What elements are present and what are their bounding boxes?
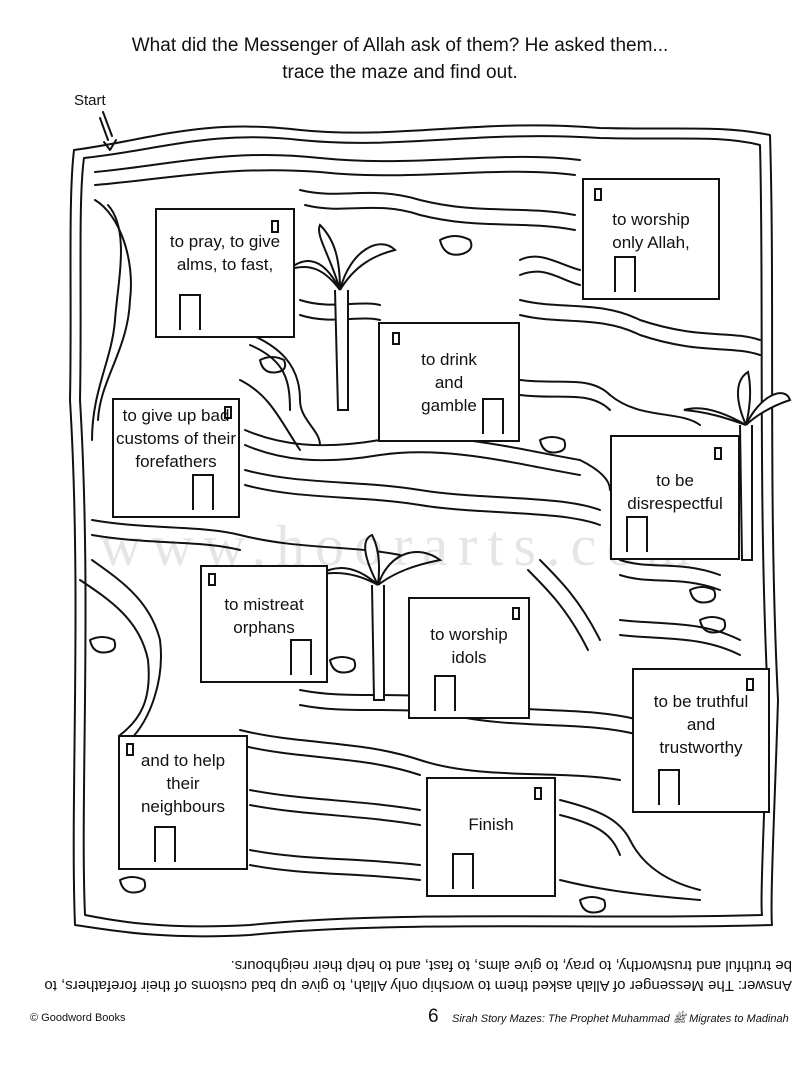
window-icon xyxy=(392,332,400,345)
box-disrespect[interactable]: to be disrespectful xyxy=(610,435,740,560)
door-icon xyxy=(452,853,474,889)
window-icon xyxy=(534,787,542,800)
page-number: 6 xyxy=(428,1006,439,1027)
door-icon xyxy=(192,474,214,510)
door-icon xyxy=(434,675,456,711)
window-icon xyxy=(594,188,602,201)
box-truthful-text: to be truthful and trustworthy xyxy=(653,692,749,757)
box-disrespect-text: to be disrespectful xyxy=(627,471,723,513)
window-icon xyxy=(271,220,279,233)
window-icon xyxy=(714,447,722,460)
box-customs[interactable]: to give up bad customs of their forefath… xyxy=(112,398,240,518)
box-idols[interactable]: to worship idols xyxy=(408,597,530,719)
box-customs-text: to give up bad customs of their forefath… xyxy=(116,406,236,471)
window-icon xyxy=(746,678,754,691)
box-truthful[interactable]: to be truthful and trustworthy xyxy=(632,668,770,813)
box-worship-allah-text: to worship only Allah, xyxy=(612,210,690,252)
box-pray-text: to pray, to give alms, to fast, xyxy=(169,232,281,274)
box-orphans[interactable]: to mistreat orphans xyxy=(200,565,328,683)
door-icon xyxy=(154,826,176,862)
door-icon xyxy=(482,398,504,434)
watermark: www.hoorarts.com xyxy=(99,513,701,578)
instruction-line-1: What did the Messenger of Allah ask of t… xyxy=(131,35,669,56)
book-title: Sirah Story Mazes: The Prophet Muhammad … xyxy=(452,1013,789,1025)
instruction-line-2: trace the maze and find out. xyxy=(282,62,518,83)
door-icon xyxy=(658,769,680,805)
copyright: © Goodword Books xyxy=(30,1012,126,1024)
start-label: Start xyxy=(74,92,106,109)
box-neighbours-text: and to help their neighbours xyxy=(140,751,226,816)
door-icon xyxy=(626,516,648,552)
box-worship-allah[interactable]: to worship only Allah, xyxy=(582,178,720,300)
box-drink-text: to drink and gamble xyxy=(421,350,477,415)
box-pray[interactable]: to pray, to give alms, to fast, xyxy=(155,208,295,338)
box-idols-text: to worship idols xyxy=(430,625,508,667)
window-icon xyxy=(512,607,520,620)
window-icon xyxy=(208,573,216,586)
box-orphans-text: to mistreat orphans xyxy=(224,595,304,637)
window-icon xyxy=(126,743,134,756)
door-icon xyxy=(614,256,636,292)
palm-tree-icon xyxy=(683,370,792,561)
palm-tree-icon xyxy=(317,533,443,701)
box-finish-text: Finish xyxy=(468,815,514,834)
answer-upside-down: Answer: The Messenger of Allah asked the… xyxy=(44,957,792,994)
window-icon xyxy=(224,406,232,419)
door-icon xyxy=(179,294,201,330)
box-drink[interactable]: to drink and gamble xyxy=(378,322,520,442)
box-finish[interactable]: Finish xyxy=(426,777,556,897)
door-icon xyxy=(290,639,312,675)
box-neighbours[interactable]: and to help their neighbours xyxy=(118,735,248,870)
